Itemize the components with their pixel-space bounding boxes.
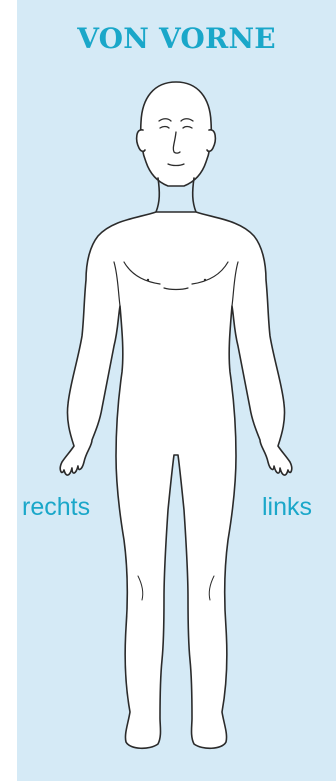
label-right-side: rechts xyxy=(22,493,90,522)
nipple-right xyxy=(147,279,149,281)
body-outline xyxy=(60,212,291,748)
label-left-side: links xyxy=(262,493,312,522)
nipple-left xyxy=(204,279,206,281)
